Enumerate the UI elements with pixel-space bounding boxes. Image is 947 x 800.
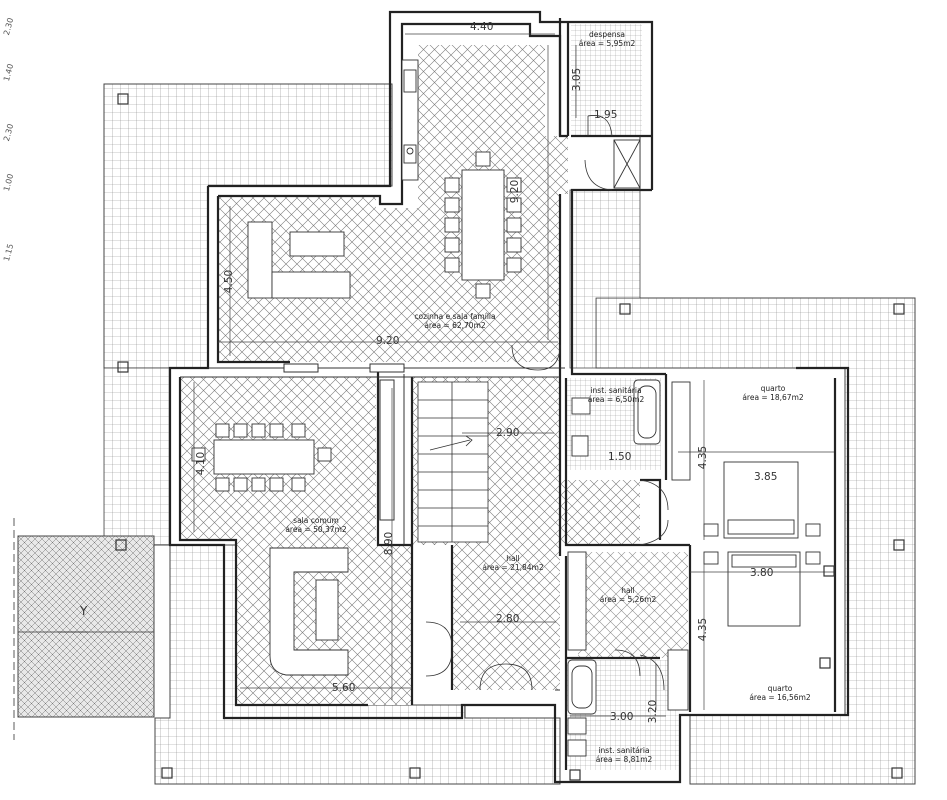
room-name: sala comum: [293, 516, 339, 525]
dimension-label: 2.90: [496, 427, 520, 439]
annex-label: Y: [80, 604, 88, 618]
room-label-sala: sala comum área = 50,37m2: [266, 516, 366, 534]
dimension-label: 9.20: [509, 179, 522, 204]
dimension-lines: [193, 33, 834, 717]
room-area: área = 16,56m2: [749, 693, 811, 702]
dimension-label: 3.85: [754, 471, 778, 483]
room-name: quarto: [760, 384, 786, 393]
room-label-cozinha: cozinha e sala família área = 62,70m2: [395, 312, 515, 330]
dimension-label: 8.90: [383, 531, 396, 556]
staircase: [417, 381, 489, 543]
room-label-quarto-2: quarto área = 16,56m2: [730, 684, 830, 702]
room-area: área = 5,95m2: [578, 39, 636, 48]
room-label-hall-2: hall área = 5,26m2: [588, 586, 668, 604]
dimension-label: 4.35: [697, 445, 710, 470]
dimension-label: 3.00: [610, 711, 634, 723]
room-name: inst. sanitária: [598, 746, 650, 755]
openings: [283, 363, 405, 521]
kitchen-furniture: [247, 59, 522, 299]
room-label-sanitaria-2: inst. sanitária área = 8,81m2: [584, 746, 664, 764]
dimension-label: 4.35: [697, 617, 710, 642]
bedroom-floors: [668, 378, 835, 712]
dimension-label: 4.10: [195, 451, 208, 476]
room-area: área = 8,81m2: [595, 755, 653, 764]
dimension-label: 3.05: [571, 67, 584, 92]
room-area: área = 18,67m2: [742, 393, 804, 402]
room-label-despensa: despensa área = 5,95m2: [575, 30, 639, 48]
room-label-sanitaria-1: inst. sanitária área = 6,50m2: [580, 386, 652, 404]
room-area: área = 50,37m2: [285, 525, 347, 534]
room-area: área = 6,50m2: [587, 395, 645, 404]
dimension-label: 3.80: [750, 567, 774, 579]
room-name: quarto: [767, 684, 793, 693]
dimension-label: 3.20: [647, 699, 660, 724]
walls: [168, 10, 850, 784]
dimension-label: 5.60: [332, 682, 356, 694]
bedroom-furniture: [567, 461, 821, 651]
room-name: inst. sanitária: [590, 386, 642, 395]
dimension-label: 9.20: [376, 335, 400, 347]
room-label-quarto-1: quarto área = 18,67m2: [728, 384, 818, 402]
room-name: hall: [621, 586, 635, 595]
living-furniture: [191, 423, 349, 676]
terrace-markers: [115, 93, 905, 781]
room-area: área = 5,26m2: [599, 595, 657, 604]
room-area: área = 21,84m2: [482, 563, 544, 572]
room-label-hall-1: hall área = 21,84m2: [468, 554, 558, 572]
room-name: hall: [506, 554, 520, 563]
dimension-label: 1.95: [594, 109, 618, 121]
dimension-label: 2.80: [496, 613, 520, 625]
dimension-label: 4.40: [470, 21, 494, 33]
room-name: cozinha e sala família: [414, 312, 496, 321]
bath-fixtures: [567, 139, 691, 757]
terrace-tiles: [103, 83, 916, 785]
dimension-label: 4.50: [223, 269, 236, 294]
room-name: despensa: [589, 30, 625, 39]
room-area: área = 62,70m2: [424, 321, 486, 330]
dimension-label: 1.50: [608, 451, 632, 463]
door-swings: [425, 115, 669, 691]
annex-y: [13, 518, 155, 740]
